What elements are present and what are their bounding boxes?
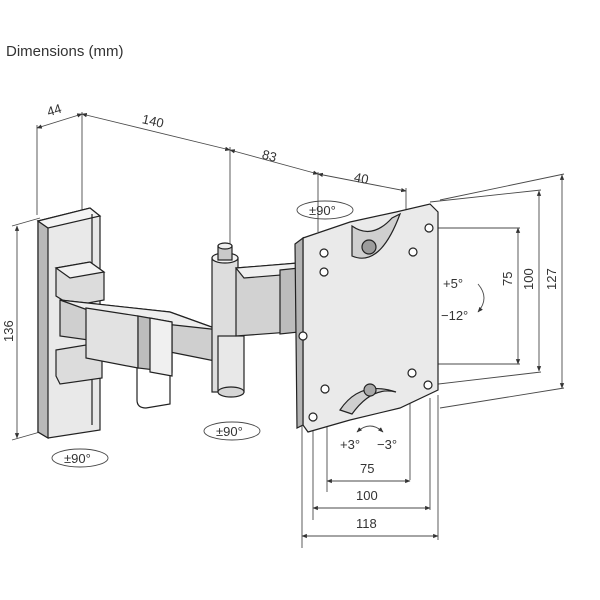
dim-plate-height: 127 xyxy=(544,268,559,290)
wall-plate xyxy=(36,207,106,440)
dim-vesa-h-mid: 100 xyxy=(356,488,378,503)
diagram-title: Dimensions (mm) xyxy=(6,43,124,60)
tv-plate xyxy=(294,203,439,433)
dim-second-arm: 83 xyxy=(261,147,279,165)
rot-tilt-up: +5° xyxy=(443,276,463,291)
rot-wall-swivel: ±90° xyxy=(64,451,91,466)
dim-plate-offset: 40 xyxy=(353,169,370,186)
rot-tilt-down: −12° xyxy=(441,308,468,323)
rot-level-plus: +3° xyxy=(340,437,360,452)
dim-arm-length: 140 xyxy=(141,111,166,130)
dim-vesa-v-mid: 100 xyxy=(521,268,536,290)
rot-level-minus: −3° xyxy=(377,437,397,452)
pivot-joint xyxy=(211,242,245,398)
arm-primary xyxy=(59,299,221,409)
dim-vesa-v-small: 75 xyxy=(500,272,515,286)
dim-plate-width: 118 xyxy=(356,516,377,531)
rotation-arrows xyxy=(51,200,485,468)
dimension-labels: 44 140 83 40 136 75 100 127 75 100 118 xyxy=(1,101,559,531)
rot-arm-swivel: ±90° xyxy=(216,424,243,439)
rotation-labels: ±90° ±90° ±90° +5° −12° +3° −3° xyxy=(64,203,468,466)
dim-vesa-h-small: 75 xyxy=(360,461,374,476)
rot-top-swivel: ±90° xyxy=(309,203,336,218)
dim-wall-height: 136 xyxy=(1,320,16,342)
dim-wall-depth: 44 xyxy=(45,101,63,120)
mounting-holes xyxy=(298,223,434,422)
